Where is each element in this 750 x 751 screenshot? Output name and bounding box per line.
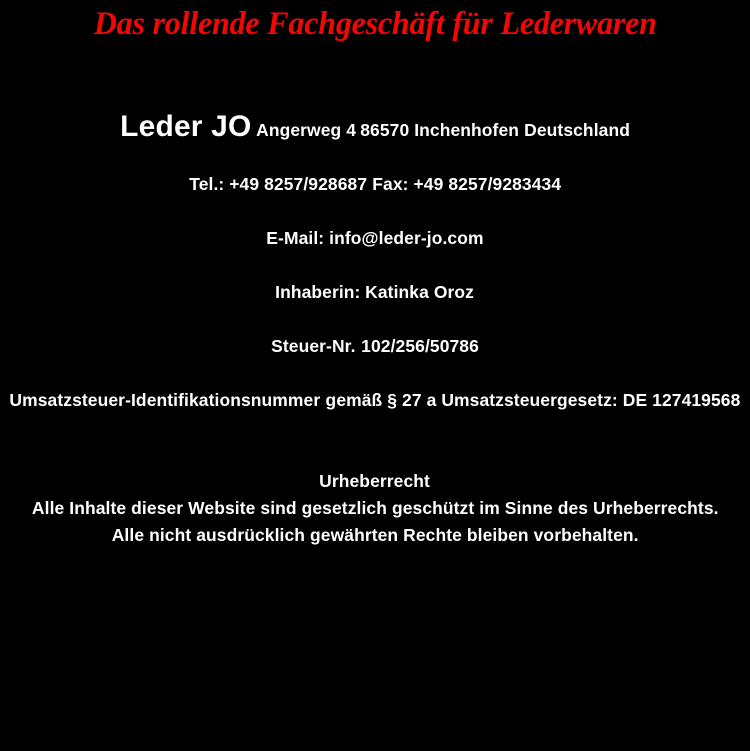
- vat-block: Umsatzsteuer-Identifikationsnummer gemäß…: [0, 387, 750, 414]
- headline-content-spacer: [0, 48, 750, 110]
- spacer-before-copyright: [0, 414, 750, 468]
- spacer-after-tax: [0, 360, 750, 387]
- contact-block: Tel.: +49 8257/928687 Fax: +49 8257/9283…: [0, 171, 750, 198]
- copyright-line-2: Alle nicht ausdrücklich gewährten Rechte…: [111, 525, 639, 545]
- spacer-after-phone: [0, 198, 750, 225]
- tax-number-value: 102/256/50786: [360, 336, 479, 356]
- spacer-after-owner: [0, 306, 750, 333]
- vat-detail: gemäß § 27 a Umsatzsteuergesetz: DE 1274…: [325, 390, 741, 410]
- imprint-content: Leder JO Angerweg 4 86570 Inchenhofen De…: [0, 110, 750, 549]
- owner-label: Inhaberin:: [275, 282, 361, 302]
- tax-number-block: Steuer-Nr. 102/256/50786: [0, 333, 750, 360]
- owner-name: Katinka Oroz: [365, 282, 475, 302]
- headline-banner: Das rollende Fachgeschäft für Lederwaren: [0, 0, 750, 48]
- vat-label: Umsatzsteuer-Identifikationsnummer: [9, 390, 321, 410]
- address-street: Angerweg 4: [255, 120, 356, 140]
- copyright-heading: Urheberrecht: [319, 471, 431, 491]
- spacer-after-email: [0, 252, 750, 279]
- address-country: Deutschland: [524, 120, 631, 140]
- company-name: Leder JO: [119, 110, 252, 143]
- contact-fax: Fax: +49 8257/9283434: [371, 174, 561, 194]
- contact-email[interactable]: E-Mail: info@leder-jo.com: [266, 228, 484, 248]
- contact-phone: Tel.: +49 8257/928687: [189, 174, 368, 194]
- company-block: Leder JO Angerweg 4 86570 Inchenhofen De…: [0, 110, 750, 144]
- spacer-after-address: [0, 144, 750, 171]
- page-headline: Das rollende Fachgeschäft für Lederwaren: [93, 6, 657, 42]
- copyright-line-1: Alle Inhalte dieser Website sind gesetzl…: [31, 498, 719, 518]
- copyright-block: Urheberrecht Alle Inhalte dieser Website…: [0, 468, 750, 549]
- tax-number-label: Steuer-Nr.: [271, 336, 356, 356]
- owner-block: Inhaberin: Katinka Oroz: [0, 279, 750, 306]
- address-postal-city: 86570 Inchenhofen: [360, 120, 520, 140]
- email-block: E-Mail: info@leder-jo.com: [0, 225, 750, 252]
